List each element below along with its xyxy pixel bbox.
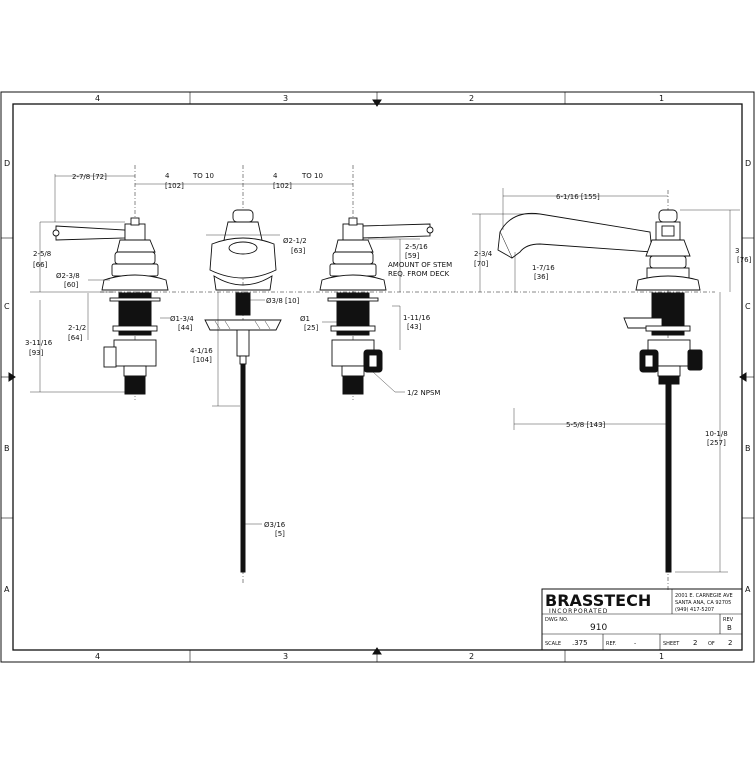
dim-label: 6-1/16 [155] (556, 193, 600, 201)
dim-label: 1/2 NPSM (407, 389, 440, 397)
drawing-number: 910 (590, 623, 607, 633)
revision-value: B (727, 624, 732, 632)
dim-label: REQ. FROM DECK (388, 270, 450, 278)
dim-label: 2-1/2 (68, 324, 86, 332)
center-mark-right (739, 372, 747, 382)
dim-label: [59] (405, 252, 420, 260)
dim-label: TO 10 (192, 172, 214, 180)
dim-label: 4-1/16 (190, 347, 213, 355)
dim-label: TO 10 (301, 172, 323, 180)
left-handle-view: 2-7/8 [72] 2-5/8 [66] Ø2-3/8 [60] 2-1/2 … (25, 165, 194, 400)
title-block: BRASSTECH INCORPORATED 2001 E. CARNEGIE … (541, 588, 743, 651)
dim-label: [93] (29, 349, 44, 357)
column-label: 1 (659, 94, 664, 103)
dim-label: Ø3/8 [10] (266, 297, 300, 305)
field-label: SHEET (663, 641, 680, 647)
column-label: 4 (95, 652, 100, 661)
company-address: SANTA ANA, CA 92705 (675, 600, 731, 606)
dim-label: [5] (275, 530, 285, 538)
row-label: C (745, 302, 751, 311)
field-label: DWG NO. (545, 617, 569, 623)
field-label: OF (708, 641, 715, 647)
dim-label: [257] (707, 439, 726, 447)
dim-label: Ø3/16 (264, 521, 286, 529)
dim-label: 5-5/8 [143] (566, 421, 606, 429)
dim-label: 4 (273, 172, 278, 180)
row-label: A (4, 585, 10, 594)
dim-label: 2-5/16 (405, 243, 428, 251)
dim-label: 1-7/16 (532, 264, 555, 272)
dim-label: Ø2-1/2 (283, 237, 307, 245)
company-subtitle: INCORPORATED (549, 608, 608, 615)
row-label: D (4, 159, 10, 168)
center-mark-top (372, 99, 382, 107)
dim-label: 2-7/8 [72] (72, 173, 107, 181)
dim-label: [102] (165, 182, 184, 190)
field-label: REF. (606, 641, 617, 647)
dim-label: 1-11/16 (403, 314, 431, 322)
right-handle-view: 2-5/16 [59] AMOUNT OF STEM REQ. FROM DEC… (300, 165, 452, 400)
dim-label: Ø1 (300, 315, 310, 323)
dim-label: [64] (68, 334, 83, 342)
dim-label: AMOUNT OF STEM (388, 261, 452, 269)
column-label: 1 (659, 652, 664, 661)
dim-label: [25] (304, 324, 319, 332)
scale-value: .375 (572, 639, 588, 647)
drawing-frame: 4 3 2 1 4 3 2 1 D C B A D C B A (0, 91, 755, 663)
dim-label: [43] (407, 323, 422, 331)
dim-label: [36] (534, 273, 549, 281)
column-label: 4 (95, 94, 100, 103)
dim-label: [104] (193, 356, 212, 364)
row-label: B (4, 444, 10, 453)
row-label: A (745, 585, 751, 594)
dim-label: [70] (474, 260, 489, 268)
row-label: B (745, 444, 751, 453)
field-label: SCALE (545, 641, 561, 647)
dim-label: [44] (178, 324, 193, 332)
dim-label: [102] (273, 182, 292, 190)
column-label: 3 (283, 94, 288, 103)
spout-front-view: 4 [102] TO 10 4 [102] TO 10 Ø2-1/2 [63] … (135, 165, 353, 585)
column-label: 2 (469, 94, 474, 103)
sheet-total-value: 2 (728, 639, 732, 647)
dim-label: [60] (64, 281, 79, 289)
field-label: REV (723, 617, 734, 623)
dim-label: 4 (165, 172, 170, 180)
dim-label: [63] (291, 247, 306, 255)
company-phone: (949) 417-5207 (675, 607, 714, 613)
side-view: 6-1/16 [155] 2-3/4 [70] 1-7/16 [36] 3 [7… (472, 188, 752, 590)
center-mark-left (8, 372, 16, 382)
dim-label: [66] (33, 261, 48, 269)
dim-label: 2-5/8 (33, 250, 51, 258)
center-mark-bottom (372, 647, 382, 655)
column-label: 3 (283, 652, 288, 661)
dim-label: [76] (737, 256, 752, 264)
sheet-value: 2 (693, 639, 697, 647)
ref-value: - (634, 640, 636, 647)
company-logo-text: BRASSTECH (545, 591, 651, 610)
dim-label: 3 (735, 247, 739, 255)
row-label: C (4, 302, 10, 311)
dim-label: Ø1-3/4 (170, 315, 194, 323)
row-label: D (745, 159, 751, 168)
dim-label: 10-1/8 (705, 430, 728, 438)
dim-label: Ø2-3/8 (56, 272, 80, 280)
dim-label: 2-3/4 (474, 250, 493, 258)
dim-label: 3-11/16 (25, 339, 53, 347)
company-address: 2001 E. CARNEGIE AVE (675, 593, 733, 599)
column-label: 2 (469, 652, 474, 661)
